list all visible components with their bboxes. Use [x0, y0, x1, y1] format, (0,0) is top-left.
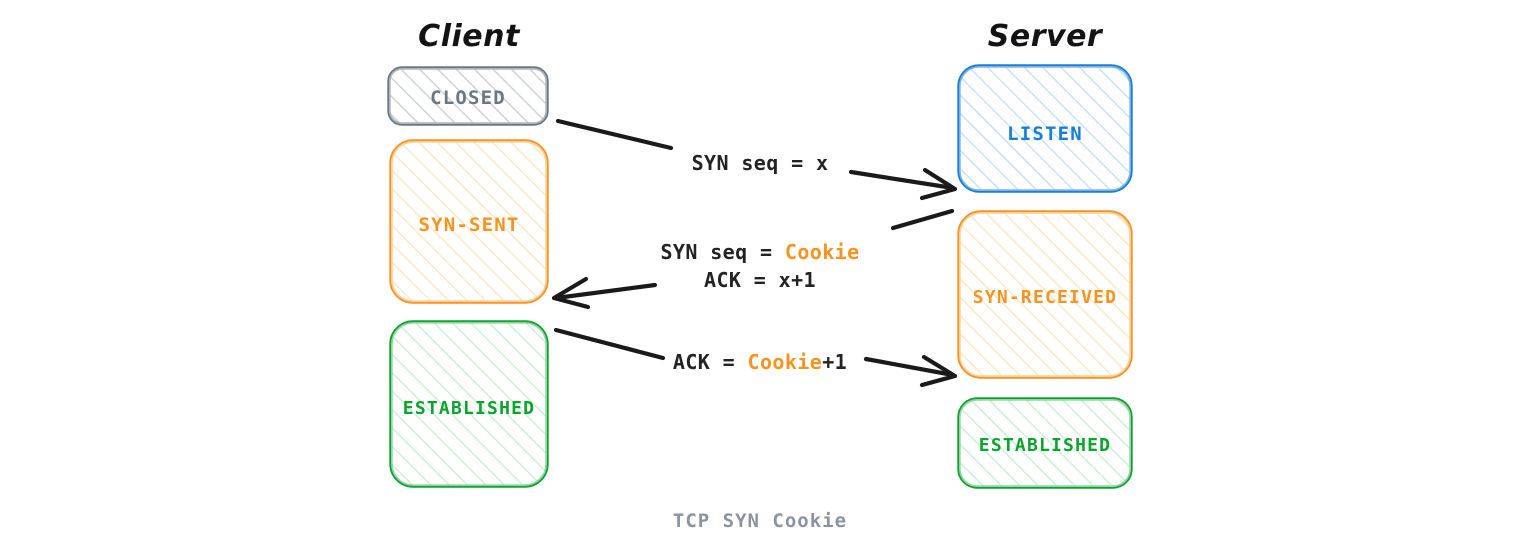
message-label-msg-syn: SYN seq = x: [692, 151, 829, 175]
message-part-plain: ACK = x+1: [704, 268, 816, 292]
state-box-closed[interactable]: CLOSED: [387, 66, 549, 126]
state-box-established-server-wash: [959, 399, 1131, 487]
message-part-plain: SYN seq = x: [692, 151, 829, 175]
arrow-msg-syn-ack-segment-left: [553, 282, 658, 301]
state-box-listen[interactable]: LISTEN: [957, 64, 1133, 193]
arrow-msg-ack-segment-left: [553, 327, 666, 361]
column-title-client: Client: [418, 19, 521, 54]
state-box-syn-received-wash: [959, 212, 1131, 377]
state-label-established-server: ESTABLISHED: [979, 435, 1111, 456]
state-box-listen-shape: [957, 64, 1133, 193]
state-box-syn-received[interactable]: SYN-RECEIVED: [957, 210, 1133, 379]
state-label-syn-received: SYN-RECEIVED: [973, 287, 1117, 308]
state-box-established-client-wash: [391, 322, 547, 486]
state-label-listen: LISTEN: [1007, 123, 1083, 145]
state-box-established-server[interactable]: ESTABLISHED: [957, 397, 1133, 489]
state-label-established-client: ESTABLISHED: [403, 398, 535, 419]
state-label-syn-sent: SYN-SENT: [418, 214, 519, 236]
message-label-msg-ack: ACK = Cookie+1: [673, 350, 847, 374]
arrow-msg-syn-ack-segment-right: [890, 208, 955, 231]
arrow-msg-syn-segment-right: [848, 169, 956, 191]
message-line-msg-ack-1: ACK = Cookie+1: [673, 350, 847, 374]
message-part-plain: ACK =: [673, 350, 748, 374]
message-line-msg-syn-ack-2: ACK = x+1: [704, 268, 816, 292]
arrow-msg-ack-head: [919, 354, 958, 388]
arrow-msg-syn-segment-left: [555, 118, 674, 151]
state-box-listen-wash: [959, 66, 1131, 191]
message-label-msg-syn-ack: SYN seq = Cookie ACK = x+1: [660, 240, 859, 292]
message-part-accent-cookie: Cookie: [785, 240, 860, 264]
message-part-accent-cookie: Cookie: [748, 350, 823, 374]
column-title-server: Server: [988, 19, 1104, 54]
arrow-msg-syn-ack-head: [551, 276, 591, 310]
state-box-closed-shape: [387, 66, 549, 126]
state-box-syn-sent-wash: [391, 141, 547, 302]
message-line-msg-syn-1: SYN seq = x: [692, 151, 829, 175]
message-line-msg-syn-ack-1: SYN seq = Cookie: [660, 240, 859, 264]
arrow-msg-syn-head: [919, 167, 958, 201]
arrow-msg-syn-ack: [551, 208, 955, 310]
arrow-msg-ack-segment-right: [863, 356, 956, 378]
state-box-closed-wash: [389, 68, 547, 124]
message-part-plain: SYN seq =: [660, 240, 784, 264]
message-part-plain-suffix: +1: [822, 350, 847, 374]
state-box-established-client[interactable]: ESTABLISHED: [389, 320, 549, 488]
state-label-closed: CLOSED: [430, 87, 506, 109]
diagram-caption: TCP SYN Cookie: [673, 510, 847, 532]
arrow-msg-syn: [555, 118, 958, 201]
state-box-syn-sent[interactable]: SYN-SENT: [389, 139, 549, 304]
arrow-msg-ack: [553, 327, 958, 388]
